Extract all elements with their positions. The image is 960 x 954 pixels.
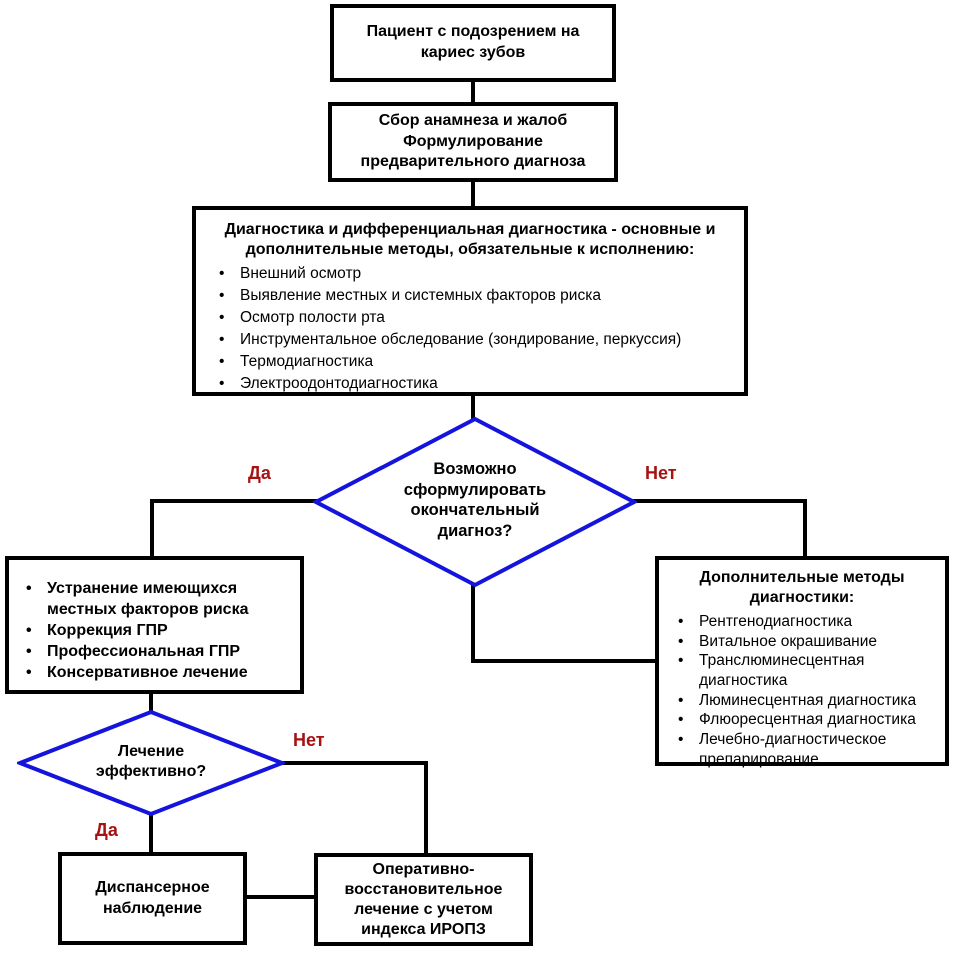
additional-methods-bullet: Люминесцентная диагностика — [669, 691, 935, 711]
label-no-2: Нет — [293, 730, 325, 750]
connector-treatment-decision2 — [149, 692, 153, 712]
node-operative: Оперативно-восстановительное лечение с у… — [314, 853, 533, 946]
diagnostics-heading: Диагностика и дифференциальная диагности… — [224, 221, 716, 258]
connector-yes2-vertical — [149, 814, 153, 854]
additional-methods-bullet-list: Рентгенодиагностика Витальное окрашивани… — [669, 612, 935, 769]
connector-no1-horizontal — [632, 499, 807, 503]
additional-methods-bullet: Лечебно-диагностическое препарирование — [669, 730, 935, 769]
diagnostics-bullet: Электроодонтодиагностика — [210, 373, 730, 395]
label-yes-2: Да — [95, 820, 118, 840]
node-patient: Пациент с подозрением на кариес зубов — [330, 4, 616, 82]
diagnostics-bullet: Термодиагностика — [210, 351, 730, 373]
treatment-bullet: Устранение имеющихся местных факторов ри… — [17, 578, 292, 620]
decision-treatment-effective-label: Лечение эффективно? — [95, 743, 207, 780]
node-anamnesis: Сбор анамнеза и жалоб Формулирование пре… — [328, 102, 618, 182]
connector-yes1-horizontal — [150, 499, 320, 503]
decision-final-diagnosis-label: Возможно сформулировать окончательный ди… — [403, 460, 547, 540]
connector-yes1-vertical — [150, 499, 154, 558]
additional-methods-bullet: Рентгенодиагностика — [669, 612, 935, 632]
node-treatment: Устранение имеющихся местных факторов ри… — [5, 556, 304, 694]
connector-decision1-bottom-horizontal — [471, 659, 657, 663]
treatment-bullet-list: Устранение имеющихся местных факторов ри… — [17, 578, 292, 684]
connector-decision1-bottom-vertical — [471, 584, 475, 663]
node-additional-methods: Дополнительные методы диагностики: Рентг… — [655, 556, 949, 769]
connector-anamnesis-diagnostics — [471, 180, 475, 208]
additional-methods-bullet: Флюоресцентная диагностика — [669, 710, 935, 730]
anamnesis-line-2: Формулирование предварительного диагноза — [360, 132, 586, 171]
additional-methods-bullet: Витальное окрашивание — [669, 632, 935, 652]
node-dispensary: Диспансерное наблюдение — [58, 852, 247, 945]
node-dispensary-label: Диспансерное наблюдение — [95, 878, 210, 917]
treatment-bullet: Консервативное лечение — [17, 662, 292, 683]
diagnostics-bullet: Осмотр полости рта — [210, 307, 730, 329]
connector-no2-vertical — [424, 761, 428, 855]
additional-methods-bullet: Транслюминесцентная диагностика — [669, 651, 935, 690]
connector-dispensary-operative — [245, 895, 316, 899]
diagnostics-bullet: Внешний осмотр — [210, 263, 730, 285]
node-diagnostics: Диагностика и дифференциальная диагности… — [192, 206, 748, 396]
connector-diagnostics-decision1 — [471, 394, 475, 419]
decision-final-diagnosis-shape — [313, 416, 637, 588]
label-no-1: Нет — [645, 463, 677, 483]
diagnostics-bullet-list: Внешний осмотр Выявление местных и систе… — [210, 263, 730, 395]
treatment-bullet: Коррекция ГПР — [17, 620, 292, 641]
diagnostics-bullet: Инструментальное обследование (зондирова… — [210, 329, 730, 351]
connector-no2-horizontal — [280, 761, 428, 765]
treatment-bullet: Профессиональная ГПР — [17, 641, 292, 662]
anamnesis-line-1: Сбор анамнеза и жалоб — [378, 111, 568, 129]
node-anamnesis-label: Сбор анамнеза и жалоб Формулирование пре… — [343, 111, 603, 173]
diagnostics-bullet: Выявление местных и системных факторов р… — [210, 285, 730, 307]
label-yes-1: Да — [248, 463, 271, 483]
decision-treatment-effective-shape — [17, 709, 285, 817]
connector-no1-vertical — [803, 499, 807, 558]
node-patient-label: Пациент с подозрением на кариес зубов — [366, 23, 580, 61]
connector-patient-anamnesis — [471, 82, 475, 104]
node-operative-label: Оперативно-восстановительное лечение с у… — [344, 860, 503, 938]
additional-methods-heading: Дополнительные методы диагностики: — [699, 569, 905, 606]
